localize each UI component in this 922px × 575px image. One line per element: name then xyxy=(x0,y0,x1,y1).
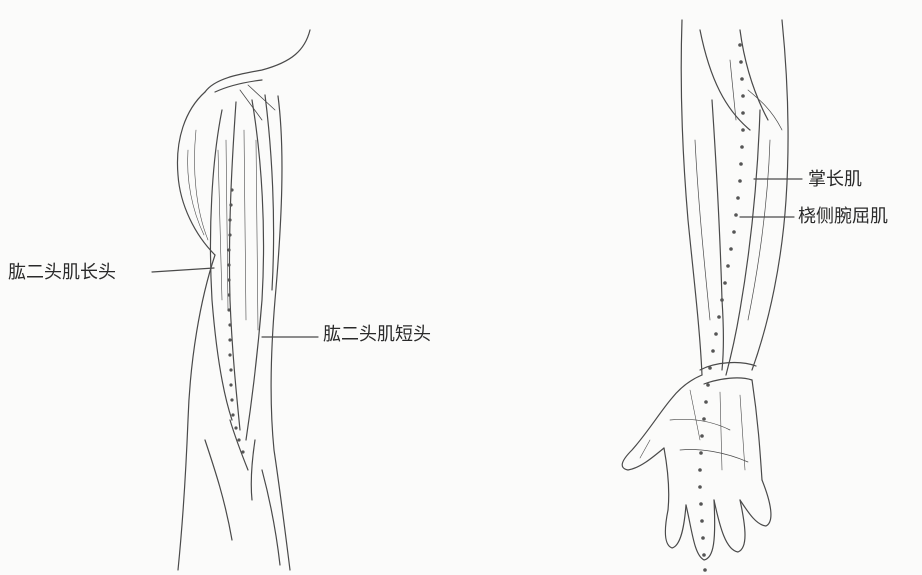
label-biceps-long-head: 肱二头肌长头 xyxy=(8,262,116,284)
forearm-drawing xyxy=(622,20,788,560)
leader-line-long-head xyxy=(152,268,214,272)
label-flexor-carpi-radialis: 桡侧腕屈肌 xyxy=(798,206,888,228)
label-palmaris-longus: 掌长肌 xyxy=(808,169,862,191)
label-biceps-short-head: 肱二头肌短头 xyxy=(323,324,431,346)
upper-arm-drawing xyxy=(177,30,310,570)
forearm-dotted-line xyxy=(698,43,745,572)
